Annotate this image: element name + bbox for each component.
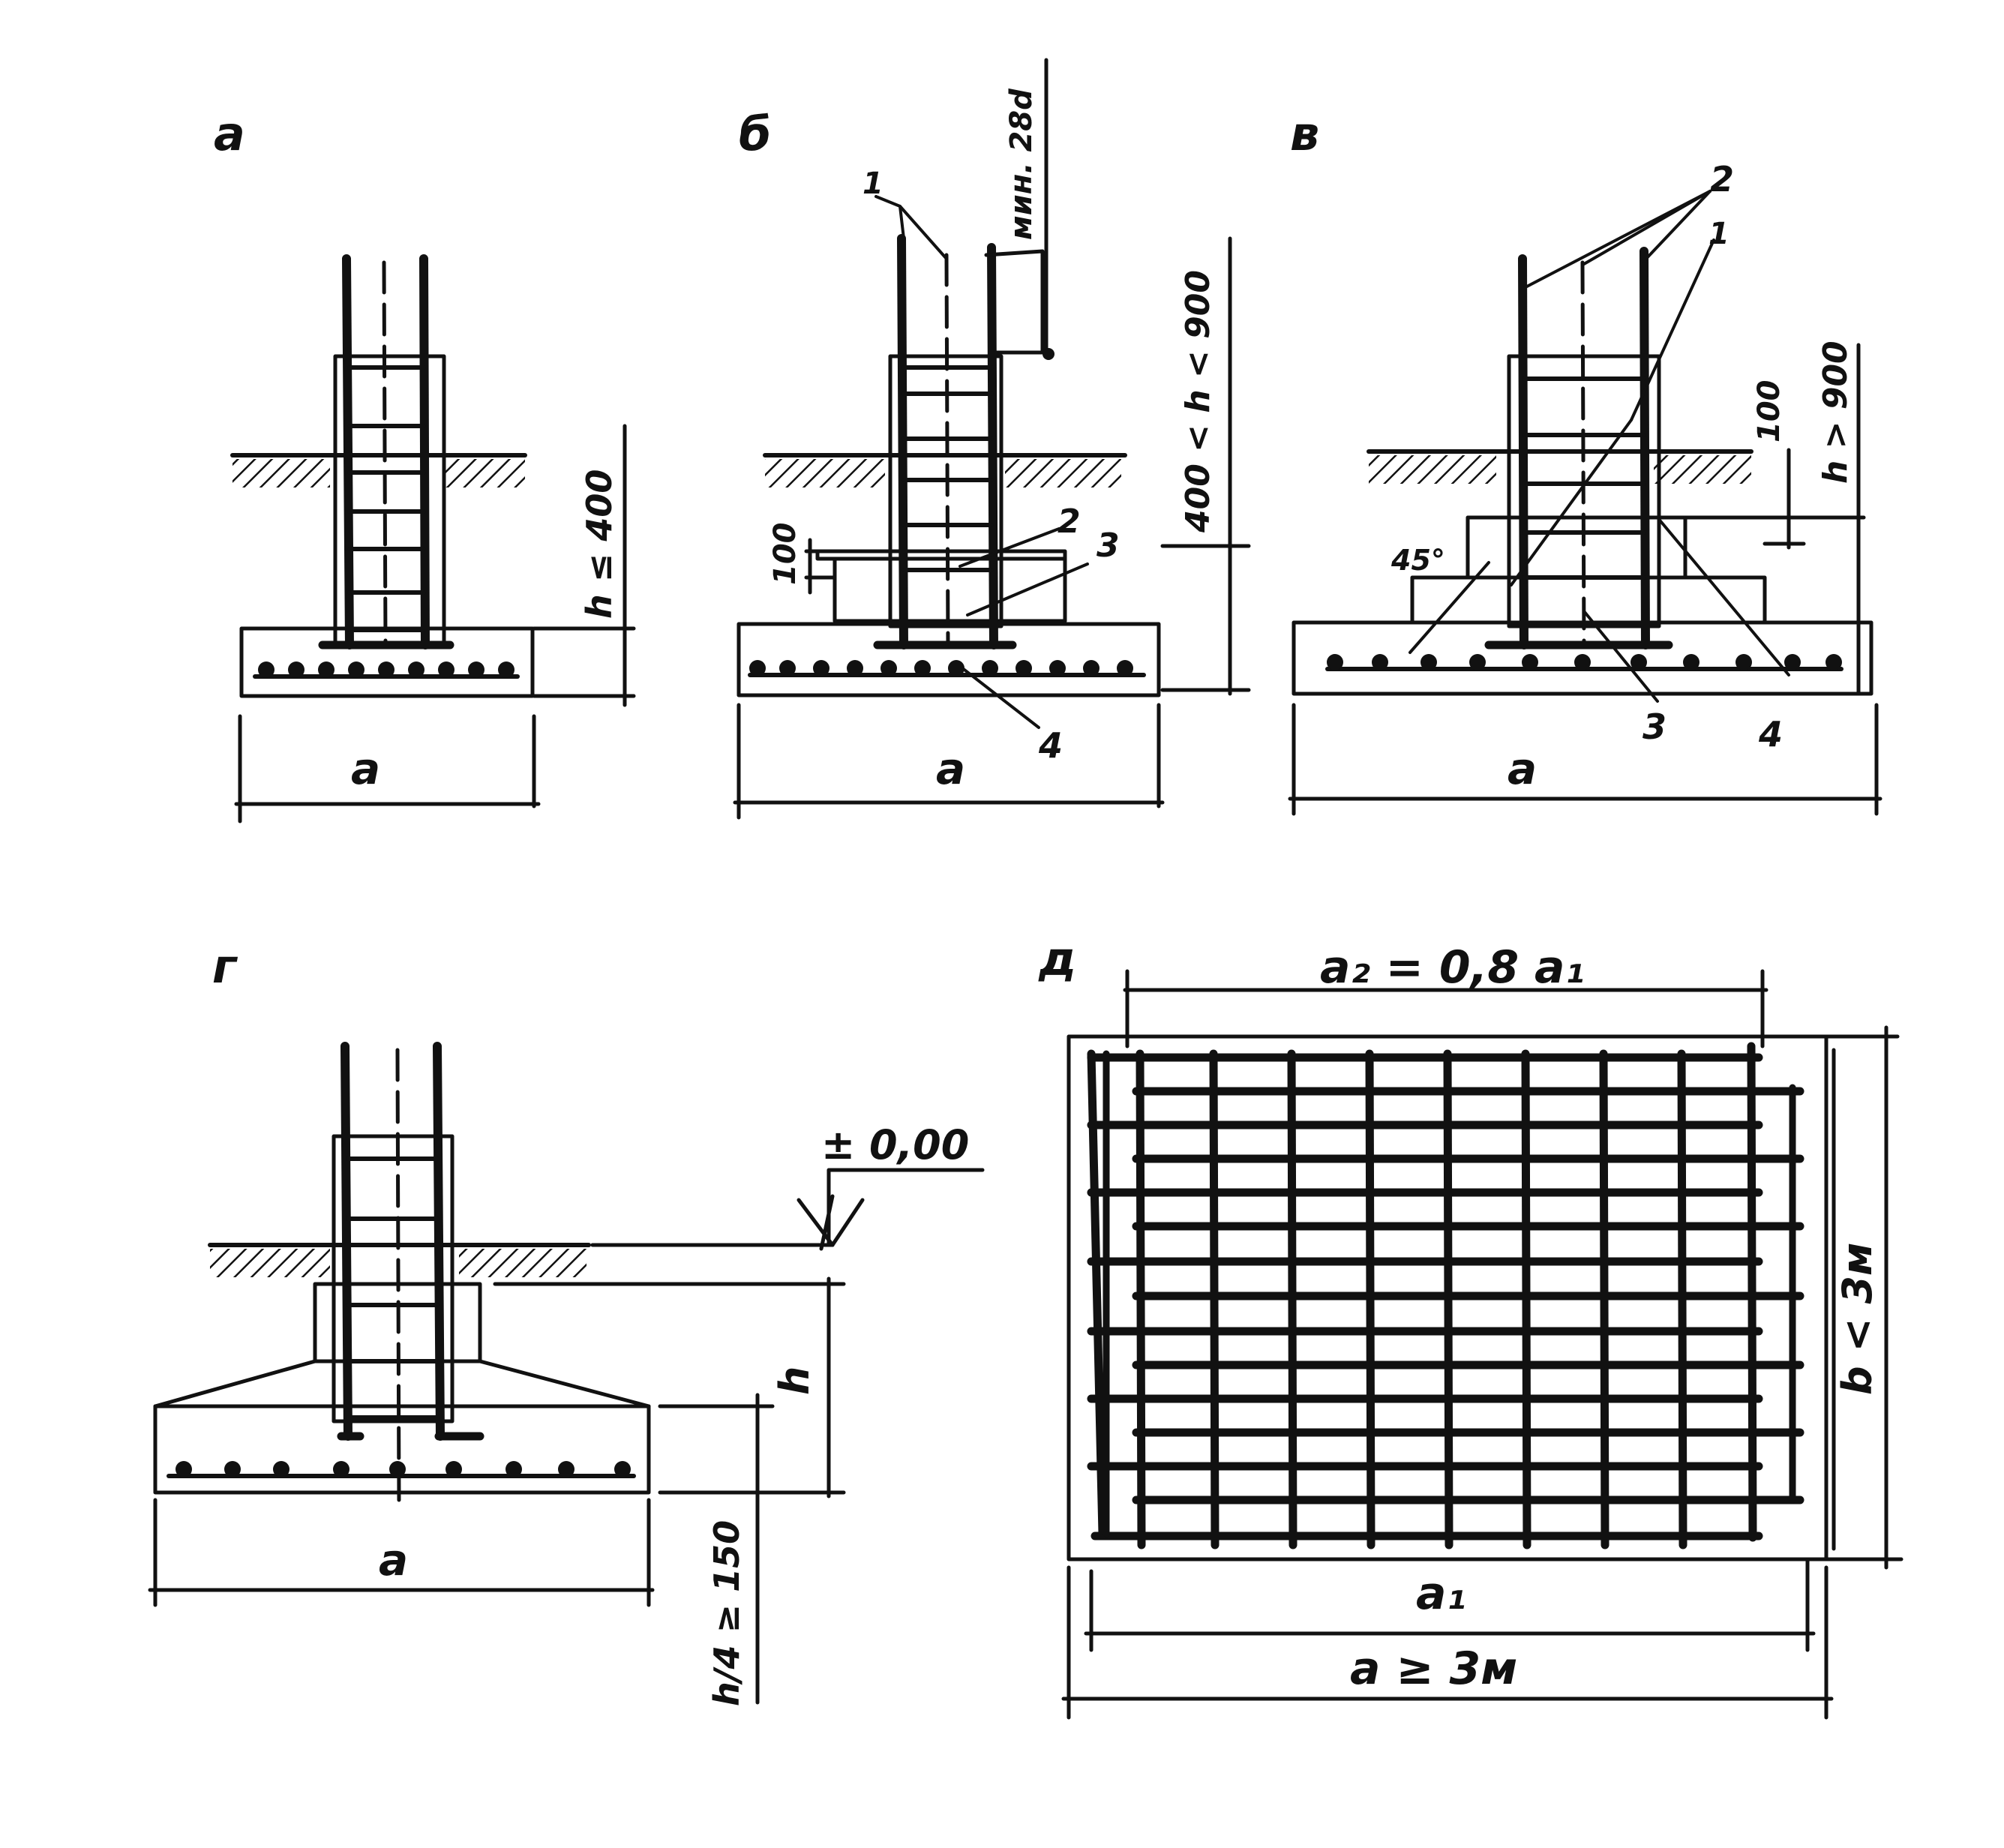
column-b bbox=[873, 58, 1054, 650]
panel-g: г bbox=[148, 939, 985, 1706]
panel-v-callout-4: 4 bbox=[1758, 714, 1783, 754]
panel-g-level-label: ± 0,00 bbox=[821, 1121, 969, 1168]
panel-v-callout-2: 2 bbox=[1710, 159, 1734, 200]
column-v bbox=[1484, 247, 1673, 650]
panel-g-letter: г bbox=[212, 939, 238, 994]
panel-d-side-label: b < 3м bbox=[1834, 1243, 1881, 1395]
panel-v: в bbox=[1288, 106, 1882, 816]
footing-slab-a bbox=[239, 626, 535, 698]
panel-v-callout-3: 3 bbox=[1642, 706, 1666, 747]
footing-slab-b bbox=[736, 622, 1161, 698]
panel-v-letter: в bbox=[1290, 106, 1319, 161]
panel-b-width-label: a bbox=[936, 743, 965, 794]
panel-v-callout-1: 1 bbox=[1708, 217, 1730, 251]
mesh-cross-bars bbox=[1087, 1050, 1804, 1540]
panel-b-callout-3: 3 bbox=[1096, 526, 1120, 565]
panel-v-height-label: h > 900 bbox=[1816, 340, 1855, 484]
footing-slab-v bbox=[1292, 620, 1874, 696]
panel-d: д a₂ = 0,8 a₁ bbox=[1038, 932, 1904, 1720]
panel-g-height-label: h bbox=[771, 1366, 818, 1395]
panel-d-outer-width-label: a ≥ 3м bbox=[1350, 1642, 1517, 1695]
panel-b-callout-1: 1 bbox=[862, 166, 884, 201]
panel-b-callout-4: 4 bbox=[1038, 725, 1063, 766]
panel-a-letter: а bbox=[214, 106, 245, 161]
panel-b-anchor-label: мин. 28d bbox=[1004, 88, 1039, 240]
panel-b-callout-2: 2 bbox=[1058, 502, 1081, 541]
panel-a-height-label: h ≤ 400 bbox=[579, 470, 620, 619]
panel-d-inner-width-label: a₁ bbox=[1416, 1568, 1466, 1620]
panel-b-height-label: 400 < h < 900 bbox=[1179, 270, 1217, 533]
panel-a-width-label: a bbox=[351, 743, 380, 794]
panel-b-letter: б bbox=[739, 106, 771, 161]
panel-g-width-label: a bbox=[379, 1534, 408, 1586]
panel-a: а bbox=[214, 106, 636, 824]
panel-v-width-label: a bbox=[1508, 743, 1537, 794]
column-g bbox=[332, 1042, 484, 1506]
panel-d-top-label: a₂ = 0,8 a₁ bbox=[1320, 941, 1585, 994]
panel-b-step-label: 100 bbox=[768, 523, 802, 586]
column-a bbox=[318, 254, 454, 650]
panel-b: б bbox=[733, 58, 1251, 820]
panel-d-letter: д bbox=[1038, 932, 1076, 986]
panel-v-step-label: 100 bbox=[1752, 380, 1786, 443]
panel-g-edge-label: h/4 ≥ 150 bbox=[706, 1520, 747, 1706]
panel-v-angle-label: 45° bbox=[1390, 544, 1445, 577]
